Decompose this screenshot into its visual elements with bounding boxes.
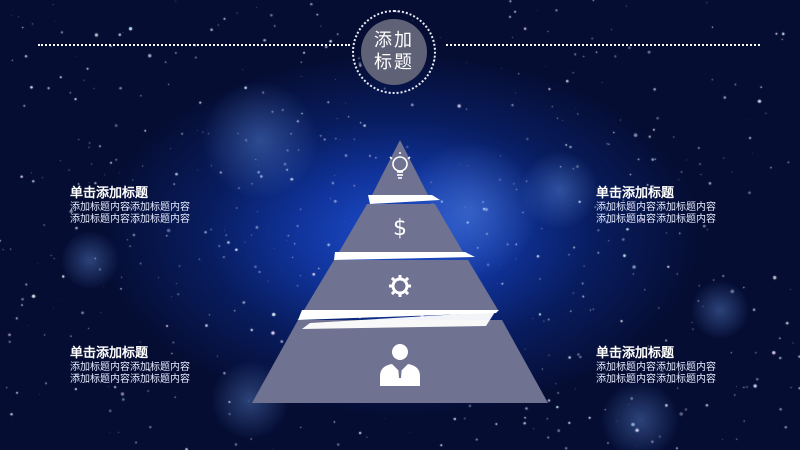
block-body-line[interactable]: 添加标题内容添加标题内容 xyxy=(596,374,716,385)
block-body-line[interactable]: 添加标题内容添加标题内容 xyxy=(70,202,190,213)
header-divider-left xyxy=(38,44,350,46)
pyramid-divider-3 xyxy=(298,310,499,320)
block-body-line[interactable]: 添加标题内容添加标题内容 xyxy=(70,374,190,385)
person-icon xyxy=(380,344,420,386)
pyramid-tier-2[interactable] xyxy=(339,204,463,252)
text-block-bottom-right: 单击添加标题 添加标题内容添加标题内容 添加标题内容添加标题内容 xyxy=(596,346,756,386)
pyramid-tier-3[interactable] xyxy=(304,260,498,310)
block-title[interactable]: 单击添加标题 xyxy=(596,346,675,361)
pyramid-divider-2 xyxy=(334,252,475,260)
pyramid-tier-4[interactable] xyxy=(252,320,548,403)
block-title[interactable]: 单击添加标题 xyxy=(596,186,675,201)
pyramid-diagram: $ xyxy=(252,140,548,403)
block-title[interactable]: 单击添加标题 xyxy=(70,346,149,361)
block-body-line[interactable]: 添加标题内容添加标题内容 xyxy=(596,202,716,213)
text-block-bottom-left: 单击添加标题 添加标题内容添加标题内容 添加标题内容添加标题内容 xyxy=(70,346,230,386)
block-body-line[interactable]: 添加标题内容添加标题内容 xyxy=(596,214,716,225)
page-title[interactable]: 添加标题 xyxy=(374,30,414,73)
title-badge-inner: 添加标题 xyxy=(361,19,427,85)
block-body-line[interactable]: 添加标题内容添加标题内容 xyxy=(596,362,716,373)
block-body-line[interactable]: 添加标题内容添加标题内容 xyxy=(70,362,190,373)
block-body-line[interactable]: 添加标题内容添加标题内容 xyxy=(70,214,190,225)
block-title[interactable]: 单击添加标题 xyxy=(70,186,149,201)
pyramid-tier-1[interactable] xyxy=(372,140,428,195)
title-badge: 添加标题 xyxy=(352,10,436,94)
header-divider-right xyxy=(446,44,760,46)
text-block-top-left: 单击添加标题 添加标题内容添加标题内容 添加标题内容添加标题内容 xyxy=(70,186,230,226)
pyramid-divider-3b xyxy=(302,312,495,329)
lightbulb-icon xyxy=(389,152,411,179)
dollar-icon: $ xyxy=(393,216,407,241)
text-block-top-right: 单击添加标题 添加标题内容添加标题内容 添加标题内容添加标题内容 xyxy=(596,186,756,226)
pyramid-divider-1 xyxy=(368,195,440,204)
